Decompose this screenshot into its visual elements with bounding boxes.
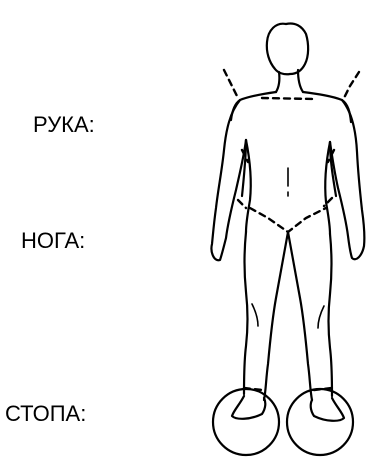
knee-mark-left — [252, 304, 258, 326]
left-foot — [232, 396, 265, 419]
shoulder-dash-right — [344, 72, 359, 98]
torso-right — [325, 142, 330, 234]
left-foot-circle — [213, 389, 279, 455]
chest-dash — [262, 98, 314, 99]
torso-left — [246, 140, 251, 232]
left-leg-outer — [244, 232, 248, 394]
right-leg-outer — [329, 234, 333, 396]
right-foot-circle — [287, 389, 353, 455]
right-arm-outline — [330, 100, 364, 259]
hip-dash — [250, 208, 326, 232]
shoulder-line-left — [231, 92, 276, 120]
knee-mark-right — [318, 306, 324, 328]
shoulder-dash-left — [224, 70, 238, 98]
left-arm-outline — [211, 100, 246, 260]
right-foot — [311, 398, 344, 421]
right-leg-inner — [288, 232, 312, 400]
left-leg-inner — [264, 232, 288, 400]
head-outline — [267, 23, 308, 74]
